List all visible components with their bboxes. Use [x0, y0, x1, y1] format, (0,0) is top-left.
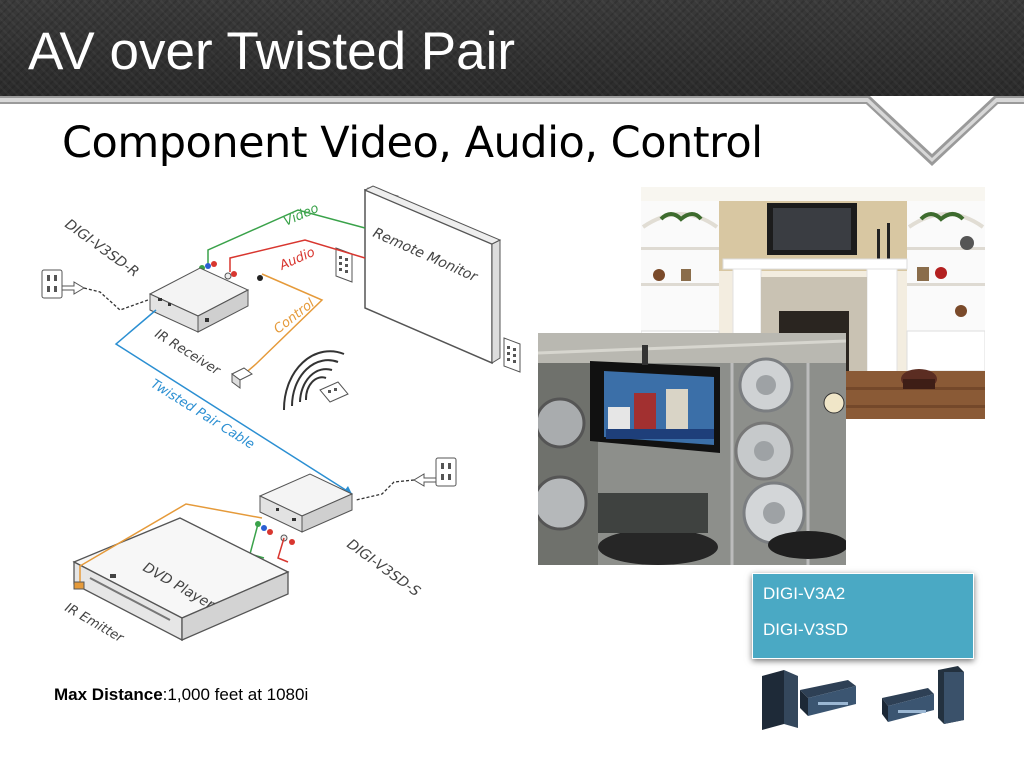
max-distance-value: :1,000 feet at 1080i: [162, 685, 309, 704]
ir-wave-icon: [282, 350, 345, 411]
title-chevron-divider: [0, 96, 1024, 166]
control-label: Control: [271, 296, 318, 337]
power-outlet-icon: [41, 269, 149, 311]
product-units-photo: [762, 666, 964, 730]
remote-control-icon: [319, 381, 349, 403]
twisted-pair-label: Twisted Pair Cable: [148, 377, 257, 453]
tire-shop-photo: [538, 333, 846, 565]
product-list-box: DIGI-V3A2 DIGI-V3SD: [752, 573, 974, 659]
remote-monitor: Remote Monitor: [363, 185, 502, 365]
ir-receiver-icon: [231, 367, 253, 389]
control-cable: [241, 273, 324, 377]
receiver-label: DIGI-V3SD-R: [62, 216, 142, 280]
max-distance-label: Max Distance: [54, 685, 163, 704]
connection-diagram: Remote Monitor Video Audio Control DIGI-: [41, 185, 521, 647]
keypad-icon: [503, 337, 521, 373]
audio-label: Audio: [277, 245, 318, 274]
power-outlet-icon: [355, 457, 457, 501]
ir-receiver-label: IR Receiver: [152, 327, 224, 380]
video-cable: [207, 209, 366, 264]
ir-emitter-icon: [73, 581, 85, 590]
video-label: Video: [282, 201, 322, 230]
product-item: DIGI-V3SD: [763, 620, 849, 639]
twisted-pair-cable: [114, 309, 353, 495]
max-distance-note: Max Distance:1,000 feet at 1080i: [54, 684, 308, 706]
ir-emitter-cable: [79, 503, 263, 584]
sender-label: DIGI-V3SD-S: [344, 536, 423, 600]
sender-unit: [258, 473, 354, 533]
audio-cable: [229, 239, 366, 272]
title-band: [0, 0, 1024, 96]
dvd-player: [72, 517, 290, 642]
slide-title: AV over Twisted Pair: [28, 22, 516, 81]
slide-subtitle: Component Video, Audio, Control: [62, 118, 763, 168]
ir-emitter-label: IR Emitter: [62, 600, 127, 646]
receiver-unit: [148, 267, 250, 333]
product-item: DIGI-V3A2: [763, 584, 846, 603]
